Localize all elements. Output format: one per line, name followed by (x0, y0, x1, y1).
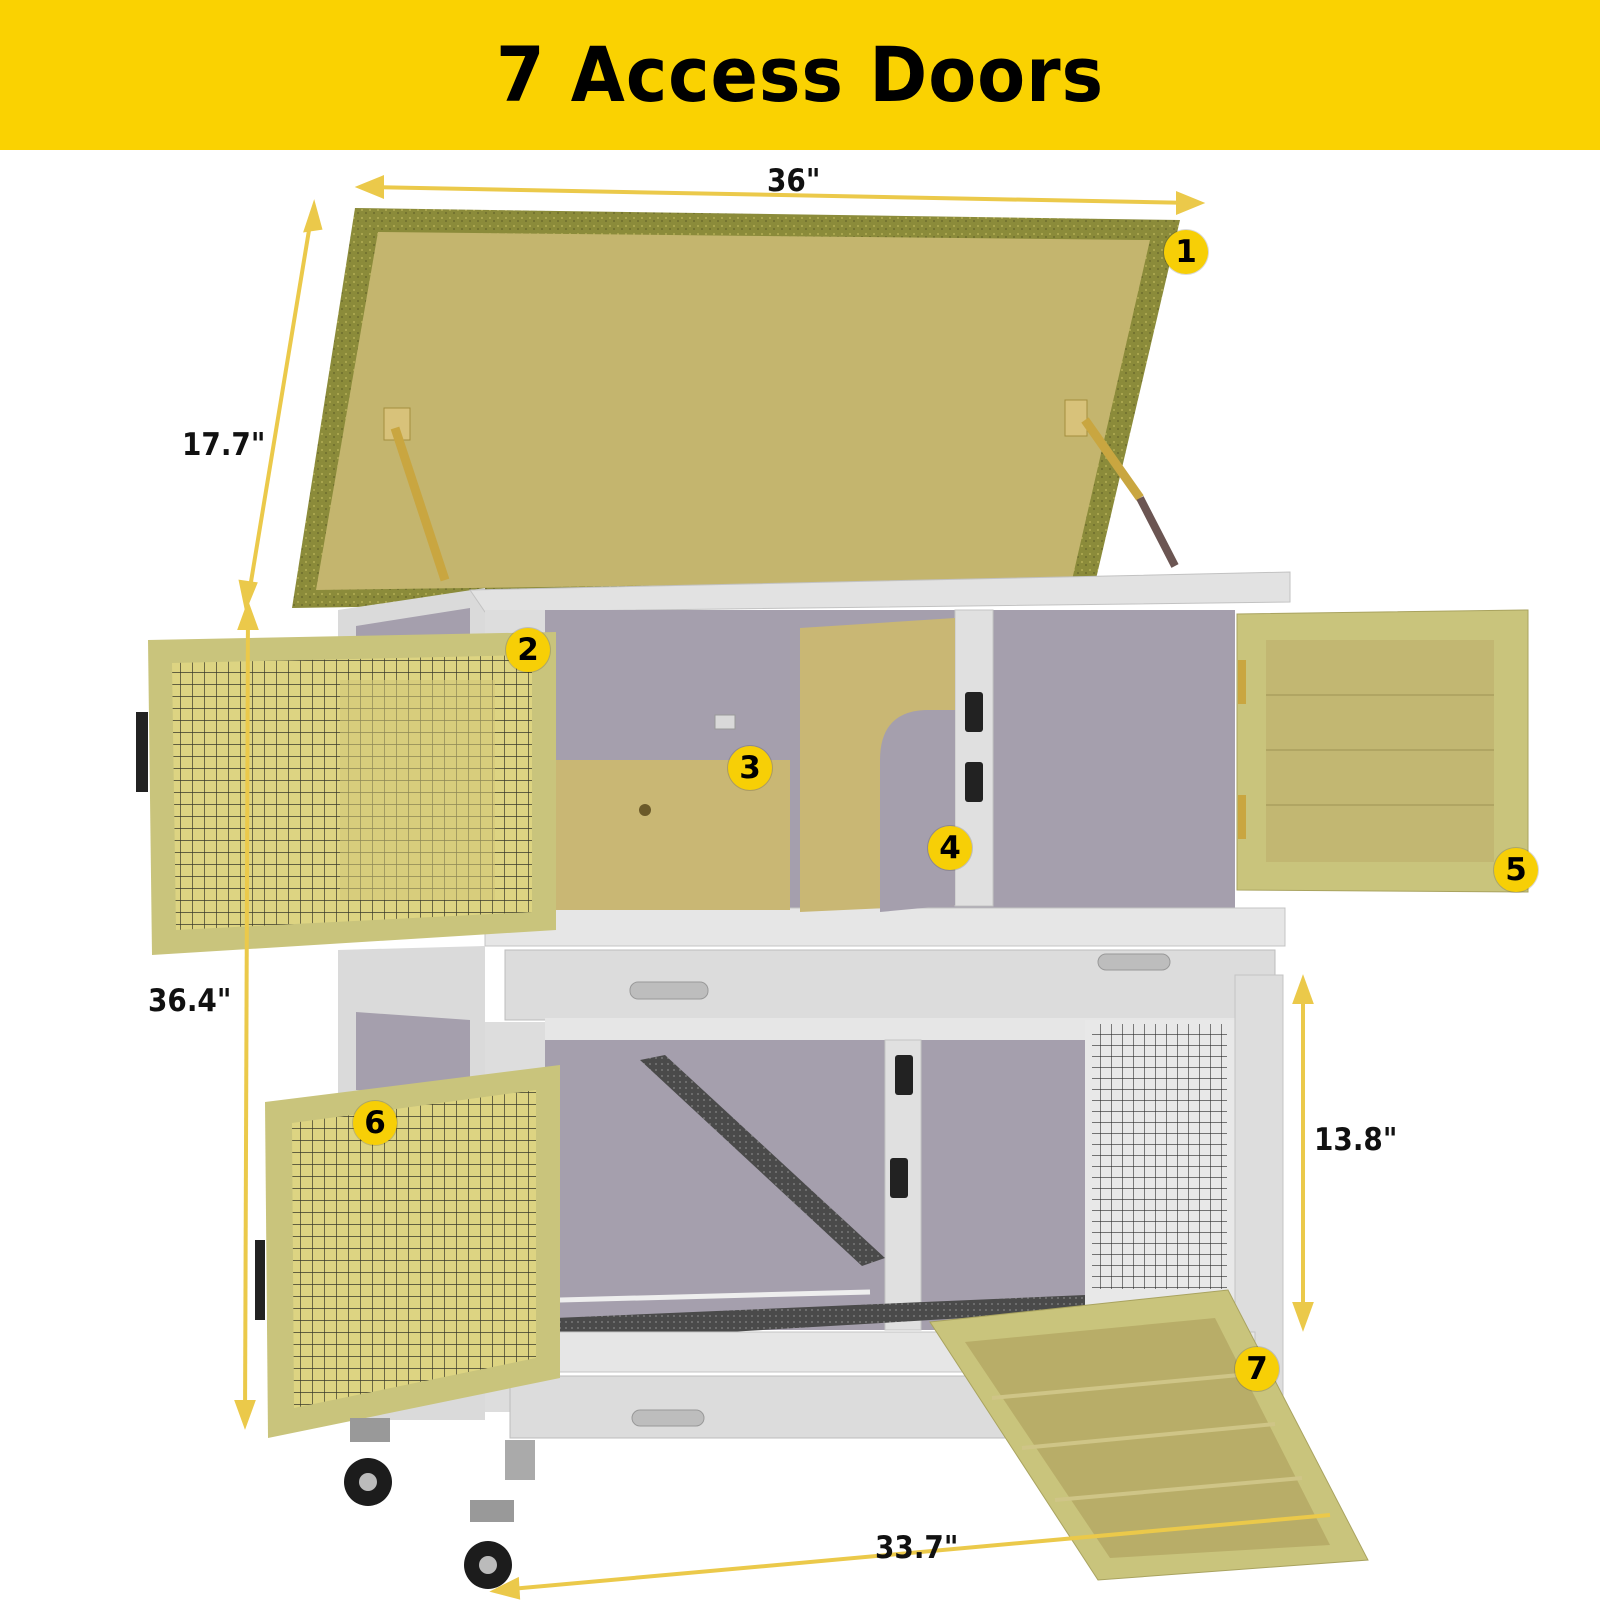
support-arm (1081, 417, 1144, 501)
handle-icon[interactable] (631, 1409, 705, 1427)
door-4-divider[interactable] (800, 618, 955, 912)
handle-icon[interactable] (1097, 953, 1171, 971)
dimension-total-height: 36.4" (148, 983, 232, 1019)
door-2-upper-left[interactable] (136, 632, 556, 955)
door-6-lower-left[interactable] (255, 1065, 560, 1438)
door-5-upper-right[interactable] (1236, 609, 1529, 893)
latch-icon (136, 712, 148, 792)
door-badge-5: 5 (1494, 848, 1538, 892)
latch-icon[interactable] (965, 692, 983, 732)
hinge-icon (1064, 399, 1088, 437)
roof-lid[interactable] (292, 208, 1180, 608)
door-badge-1: 1 (1164, 230, 1208, 274)
dimension-width: 36" (767, 163, 821, 199)
page-title: 7 Access Doors (495, 30, 1105, 119)
door-badge-3: 3 (728, 746, 772, 790)
support-arm (390, 426, 450, 582)
ramp (640, 1055, 885, 1266)
wire-mesh-icon (1092, 1024, 1227, 1289)
door-badge-4: 4 (928, 826, 972, 870)
dimension-lines (234, 175, 1331, 1600)
leg-foot (505, 1440, 535, 1480)
latch-icon (255, 1240, 265, 1320)
door-badge-7: 7 (1235, 1347, 1279, 1391)
latch-icon[interactable] (890, 1158, 908, 1198)
door-badge-2: 2 (506, 628, 550, 672)
caster-wheel-icon (344, 1418, 392, 1506)
hinge-icon (1238, 660, 1246, 704)
support-arm (1136, 496, 1179, 568)
caster-wheel-icon (464, 1500, 514, 1589)
hinge-icon (714, 714, 736, 730)
latch-icon[interactable] (965, 762, 983, 802)
hinge-icon (1238, 795, 1246, 839)
dimension-length: 33.7" (875, 1530, 959, 1566)
dimension-lid-height: 17.7" (182, 427, 266, 463)
latch-icon[interactable] (895, 1055, 913, 1095)
door-badge-6: 6 (353, 1101, 397, 1145)
header-banner (0, 0, 1600, 150)
dimension-lower-height: 13.8" (1314, 1122, 1398, 1158)
handle-icon[interactable] (629, 981, 709, 1000)
